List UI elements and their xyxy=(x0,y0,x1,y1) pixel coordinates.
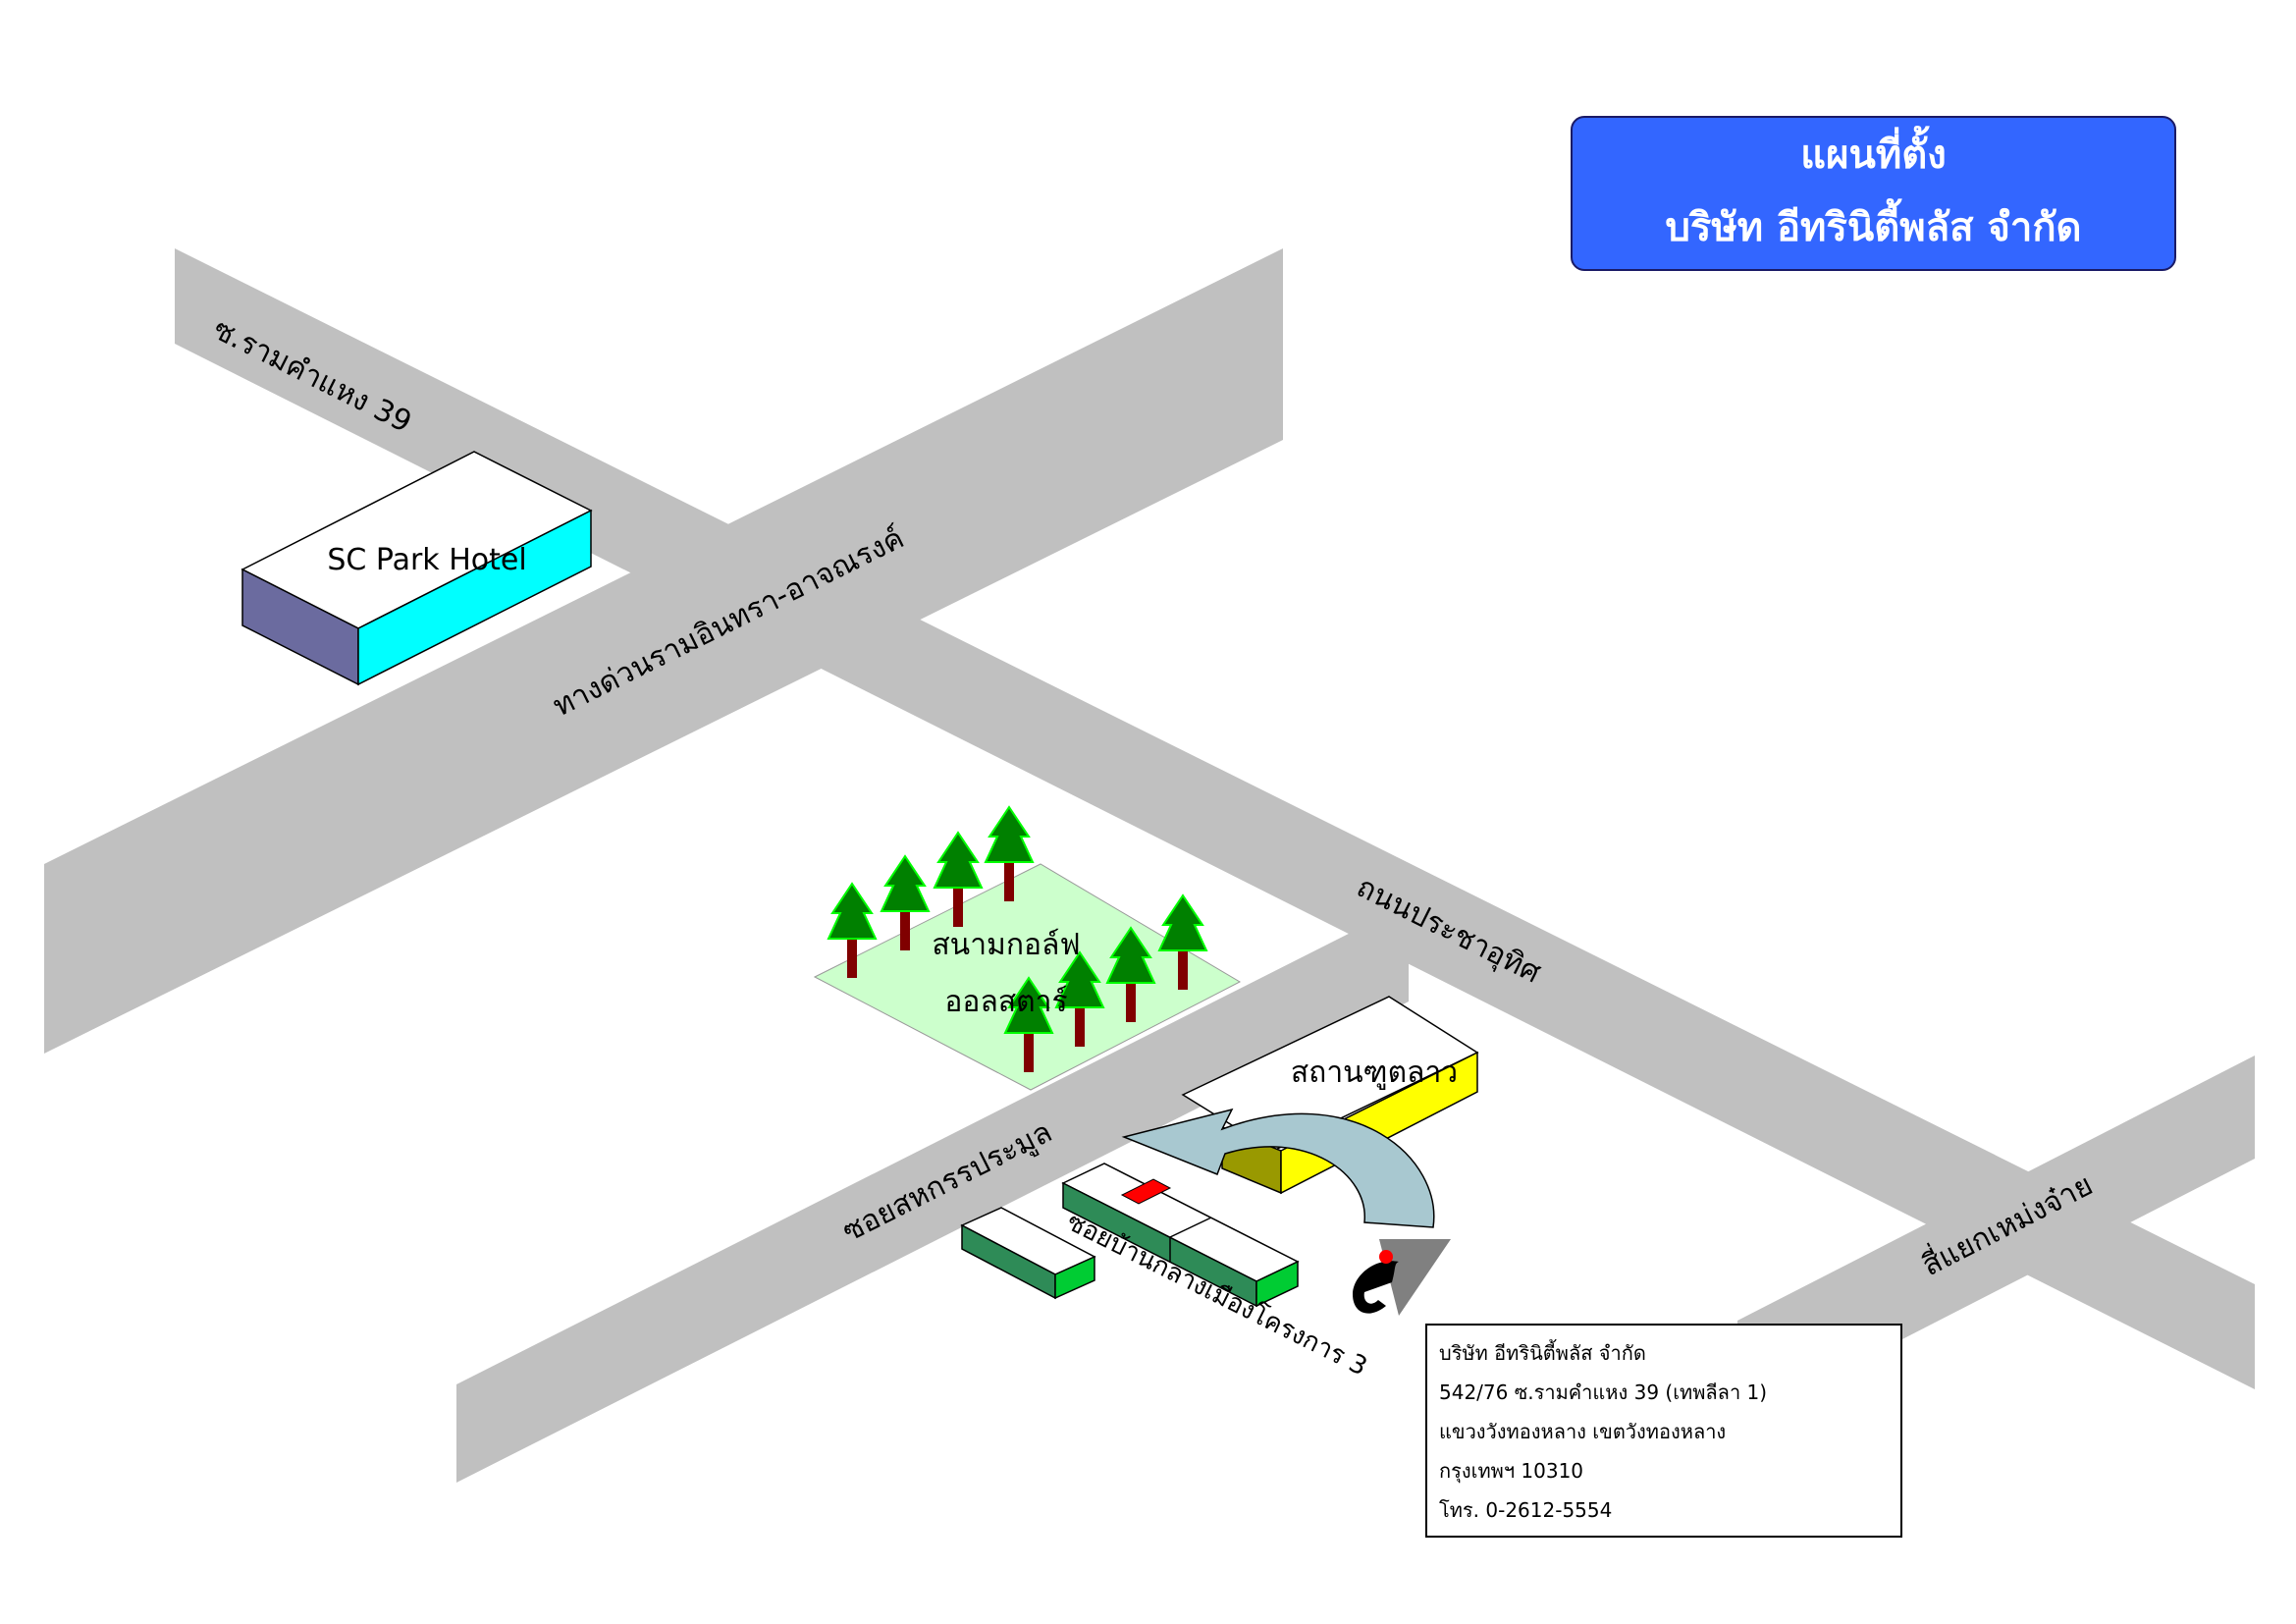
map-title-box: แผนที่ตั้ง บริษัท อีทรินิตี้พลัส จำกัด xyxy=(1571,116,2176,271)
pine-tree-icon xyxy=(1003,976,1054,1072)
pine-tree-icon xyxy=(1157,893,1208,990)
map-subtitle: บริษัท อีทรินิตี้พลัส จำกัด xyxy=(1665,205,2082,250)
office-end xyxy=(1255,1260,1299,1308)
embassy-label: สถานฑูตลาว xyxy=(1291,1056,1458,1090)
logo-triangle xyxy=(1379,1239,1451,1316)
etrinity-plus-logo xyxy=(1353,1239,1451,1316)
golf-course: สนามกอล์ฟ ออลสตาร์ xyxy=(813,805,1242,1091)
hotel-label: SC Park Hotel xyxy=(327,543,526,577)
road-expressway xyxy=(44,248,1283,1054)
pine-tree-icon xyxy=(1054,950,1105,1047)
logo-e-mark xyxy=(1353,1261,1399,1314)
office-building-row xyxy=(1061,1163,1300,1308)
curved-direction-arrow xyxy=(1121,1108,1435,1228)
logo-red-dot xyxy=(1379,1250,1393,1264)
road-soi-sahakan-pramun xyxy=(456,903,1409,1483)
office-marker xyxy=(1120,1178,1172,1205)
address-district: แขวงวังทองหลาง เขตวังทองหลาง xyxy=(1439,1420,1727,1443)
sc-park-hotel-building: SC Park Hotel xyxy=(240,451,593,686)
hotel-front xyxy=(357,509,592,686)
office-building-small xyxy=(960,1207,1096,1300)
address-company: บริษัท อีทรินิตี้พลัส จำกัด xyxy=(1439,1341,1646,1365)
golf-label-line2: ออลสตาร์ xyxy=(944,985,1067,1019)
address-street: 542/76 ซ.รามคำแหง 39 (เทพลีลา 1) xyxy=(1439,1380,1768,1404)
pine-tree-icon xyxy=(933,831,984,927)
golf-lawn xyxy=(813,863,1242,1091)
road-soi-ramkhamhaeng-39 xyxy=(175,248,2255,1389)
map-title: แผนที่ตั้ง xyxy=(1800,133,1947,178)
pine-tree-icon xyxy=(880,854,931,950)
address-box: บริษัท อีทรินิตี้พลัส จำกัด 542/76 ซ.ราม… xyxy=(1425,1324,1902,1538)
pine-tree-icon xyxy=(1105,926,1156,1022)
address-phone: โทร. 0-2612-5554 xyxy=(1439,1498,1613,1522)
pine-tree-icon xyxy=(984,805,1035,901)
small-office-end xyxy=(1054,1255,1095,1300)
golf-label-line1: สนามกอล์ฟ xyxy=(932,928,1080,962)
address-city: กรุงเทพฯ 10310 xyxy=(1439,1459,1584,1483)
pine-tree-icon xyxy=(827,882,878,978)
